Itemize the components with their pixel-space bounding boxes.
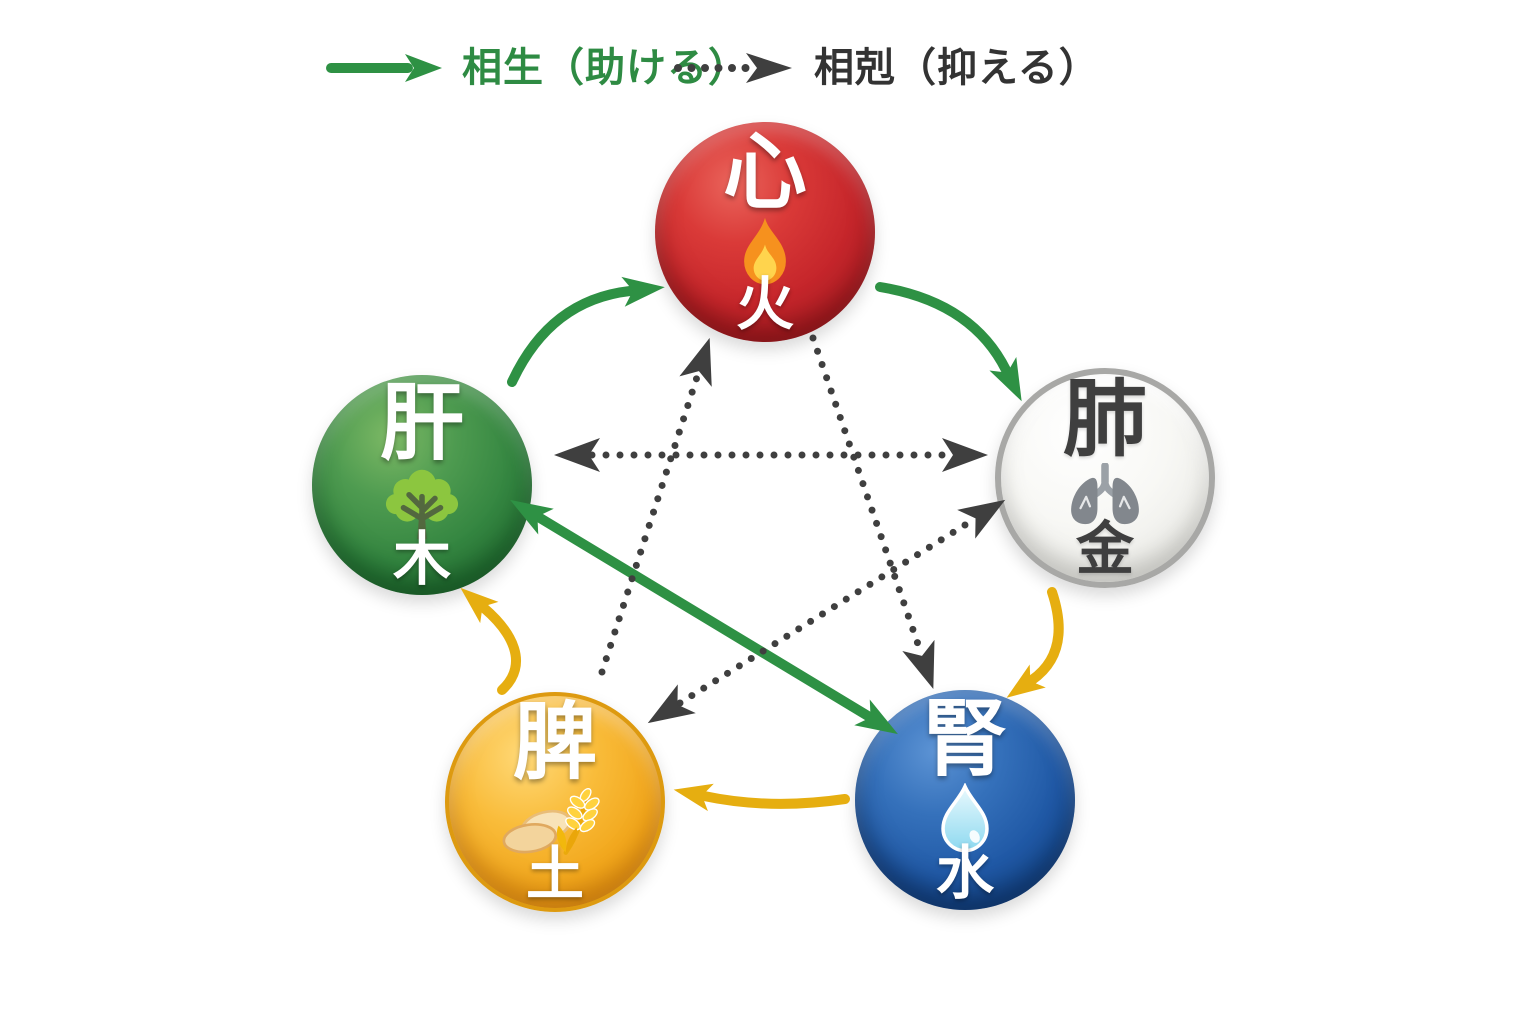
arrow-generating-liver-kidney <box>510 499 898 735</box>
node-heart-fire: 心 火 <box>655 122 875 342</box>
bread-wheat-icon <box>499 786 611 858</box>
arrow-generating-liver-heart <box>507 276 665 387</box>
lungs-icon <box>1062 462 1148 527</box>
flame-icon <box>732 216 798 290</box>
element-label-wood: 木 <box>392 527 451 592</box>
arrow-generating-spleen-liver <box>460 587 522 695</box>
element-label-fire: 火 <box>735 272 794 337</box>
organ-label-kidney: 腎 <box>922 692 1007 786</box>
restraining-arrow-icon <box>674 53 792 83</box>
water-drop-icon <box>936 782 994 855</box>
legend-restraining-label: 相剋（抑える） <box>814 46 1100 90</box>
tree-icon <box>382 467 462 541</box>
node-liver-wood: 肝 木 <box>312 375 532 595</box>
arrow-generating-kidney-spleen <box>673 783 850 812</box>
element-label-metal: 金 <box>1075 517 1134 582</box>
organ-label-lung: 肺 <box>1062 372 1147 466</box>
arrow-generating-lung-kidney <box>1006 587 1064 698</box>
arrow-restraining-spleen-lung <box>647 499 1006 724</box>
legend-generating: 相生（助ける） <box>326 46 749 90</box>
organ-label-spleen: 脾 <box>512 695 597 789</box>
node-spleen-earth: 脾 土 <box>445 692 665 912</box>
element-label-water: 水 <box>935 841 994 906</box>
organ-label-heart: 心 <box>722 125 807 219</box>
arrow-restraining-spleen-heart <box>598 337 712 676</box>
legend-restraining: 相剋（抑える） <box>672 46 1100 90</box>
arrow-restraining-heart-kidney <box>809 334 935 689</box>
node-kidney-water: 腎 水 <box>855 690 1075 910</box>
legend-generating-label: 相生（助ける） <box>462 46 749 90</box>
element-label-earth: 土 <box>525 842 584 907</box>
generating-arrow-icon <box>326 54 442 82</box>
organ-label-liver: 肝 <box>379 376 464 470</box>
node-lung-metal: 肺 金 <box>995 368 1215 588</box>
arrow-generating-heart-lung <box>875 282 1022 402</box>
